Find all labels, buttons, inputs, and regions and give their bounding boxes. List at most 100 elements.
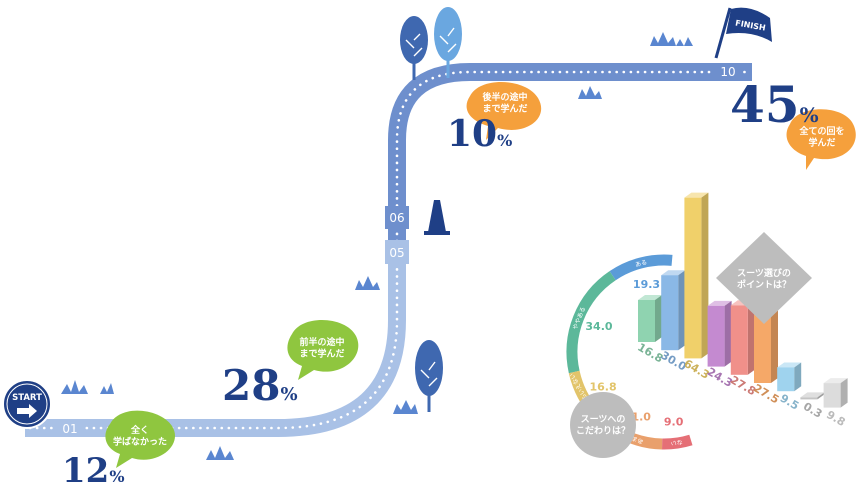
grass-icon (61, 380, 88, 394)
ring-title: スーツへのこだわりは？ (576, 414, 630, 436)
bar (754, 314, 771, 383)
bar-value-label: 64.3 (682, 357, 712, 382)
bar-chart-title-text: スーツ選びのポイントは？ (737, 267, 791, 290)
percent-value: 10% (447, 113, 512, 155)
bar-value-label: 16.8 (635, 341, 665, 366)
ring-segment-label: ある (635, 259, 648, 269)
ring-segment (609, 254, 673, 281)
bar (730, 305, 748, 375)
speech-bubble (786, 109, 856, 170)
bar-value-label: 9.8 (824, 408, 847, 429)
grass-tufts (61, 32, 693, 460)
grass-icon (355, 276, 380, 290)
road: 01 05 06 10 (25, 63, 752, 437)
bar-value-label: 24.3 (705, 365, 735, 390)
percent-value: 12% (62, 451, 125, 486)
start-label: START (12, 393, 42, 403)
stat-second-half: 後半の途中まで学んだ 10% (447, 81, 542, 155)
bar (707, 305, 725, 367)
bar-value-label: 27.8 (728, 373, 758, 398)
bar-top (800, 392, 825, 398)
bar-side (747, 300, 755, 375)
bar (661, 275, 679, 351)
road-light-segment (25, 240, 406, 437)
bar-value-label: 27.5 (751, 382, 781, 407)
bar-top (638, 295, 662, 300)
arrow-right-icon (17, 404, 37, 418)
bar-side (817, 392, 825, 400)
grass-icon (393, 400, 418, 414)
percent-value: 28% (222, 361, 298, 410)
ring-center: スーツへのこだわりは？ (570, 392, 636, 458)
speech-bubble (287, 319, 359, 380)
road-marker-01-box (56, 419, 84, 437)
grass-icon (100, 383, 114, 394)
finish-flag: FINISH (714, 7, 772, 59)
bar (684, 197, 702, 359)
tree-icon (400, 16, 428, 80)
ring-segment-value: 19.3 (633, 278, 660, 291)
bar-side (771, 309, 778, 383)
bar (800, 397, 818, 400)
road-marker-05-box (385, 240, 409, 264)
road-marker-06-box (385, 206, 409, 229)
ring-segment (662, 434, 693, 450)
percent-value: 45% (730, 75, 819, 134)
start-badge-ring (6, 383, 48, 425)
stat-all: 全ての回を学んだ 45% (730, 75, 856, 170)
tree-icon (434, 7, 462, 78)
bar-top (684, 192, 709, 198)
bar-side (701, 192, 709, 359)
bar-chart-title: スーツ選びのポイントは？ (716, 232, 812, 324)
grass-icon (206, 446, 234, 460)
grass-icon (676, 37, 693, 46)
bar-side (794, 362, 802, 392)
bubble-label: 全く学ばなかった (113, 424, 167, 447)
bar-side (724, 300, 732, 367)
bar-value-label: 30.0 (658, 349, 688, 374)
road-marker-10: 10 (720, 65, 735, 79)
cone-base (424, 231, 450, 235)
road-marker-06: 06 (389, 211, 404, 225)
tree-icon (415, 340, 443, 412)
bar-top (707, 300, 732, 306)
cone-icon (428, 200, 446, 232)
bar-top (823, 378, 848, 384)
bar (777, 367, 795, 392)
speech-bubble (466, 81, 542, 140)
bubble-label: 全ての回を学んだ (798, 125, 844, 148)
stat-not-at-all: 全く学ばなかった 12% (62, 410, 176, 486)
ring-segment-value: 9.0 (664, 415, 684, 428)
bar (823, 383, 841, 408)
ring-segment-value: 16.8 (590, 380, 617, 393)
bar-top (661, 270, 686, 276)
road-marker-10-box (714, 63, 742, 81)
road-marker-05: 05 (389, 246, 404, 260)
grass-icon (578, 86, 602, 99)
ring-segment (566, 271, 616, 374)
bar (638, 300, 655, 342)
road-dotted-line (28, 70, 747, 430)
flag-pole (714, 7, 732, 59)
diamond-badge (716, 232, 812, 324)
start-sign: START (2, 379, 52, 429)
bar-side (678, 270, 686, 351)
grass-icon (650, 32, 676, 46)
bubble-label: 後半の途中まで学んだ (482, 91, 527, 114)
bubble-label: 前半の途中まで学んだ (299, 336, 344, 359)
ring-segment-label: ない (670, 438, 683, 447)
bar-side (840, 378, 848, 408)
flag-icon (726, 7, 772, 42)
bar-side (655, 295, 662, 342)
bar-top (777, 362, 802, 368)
speech-bubble (105, 410, 176, 468)
ring-segment-value: 34.0 (585, 320, 612, 333)
ring-center-circle (570, 392, 636, 458)
stat-first-half: 前半の途中まで学んだ 28% (222, 319, 359, 410)
bar-value-label: 0.3 (801, 400, 824, 421)
start-badge (2, 379, 52, 429)
road-marker-01: 01 (62, 422, 77, 436)
